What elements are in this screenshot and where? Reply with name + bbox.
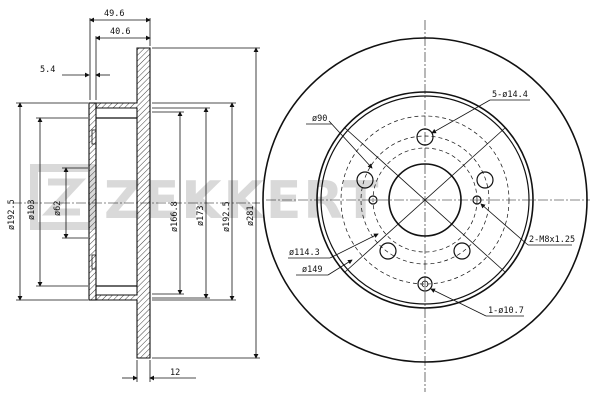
locator-hole [417,276,433,292]
watermark-logo-icon [30,164,96,230]
stud-hole-top [91,129,97,145]
locator-hole-inner [421,280,429,288]
center-bore [388,163,462,237]
dim-offset: 5.4 [40,65,55,75]
dim-thickness: 12 [170,368,180,378]
dim-total-width: 49.6 [104,9,124,19]
dim-outer2: ø192.5 [222,201,232,232]
leader-bolt-holes [431,99,491,134]
bolt-hole [476,171,494,189]
bolt-holes [356,128,494,260]
dim-hat-depth: 40.6 [110,27,130,37]
stud-hole-bottom [91,254,97,270]
dim-hat: ø173 [196,206,206,226]
hat-inner-circle [320,95,530,305]
bolt-hole [379,242,397,260]
front-view: ø90 5-ø14.4 ø114.3 ø149 2-M8x1.25 1-ø10.… [262,20,590,392]
side-view: 49.6 40.6 5.4 12 ø192.5 ø103 ø62 ø166.8 [7,9,260,382]
leader-pcd3 [327,259,353,276]
diameter-line [344,127,506,273]
hat-outer-circle [316,91,534,309]
leader-pcd2 [329,233,379,259]
label-locator: 1-ø10.7 [488,306,524,316]
watermark: ZEKKERT [30,164,379,231]
dim-disc: ø281 [246,206,256,226]
hat-flange [88,102,97,301]
leader-threads [480,203,529,246]
thread-hole [368,195,378,205]
bolt-hole [356,171,374,189]
dim-inner: ø103 [27,200,37,220]
label-pcd3: ø149 [302,265,322,275]
pcd-circle-large [340,115,510,285]
bolt-hole [453,242,471,260]
label-bolt-holes: 5-ø14.4 [492,90,528,100]
label-pcd2: ø114.3 [289,248,320,258]
dim-mid: ø166.8 [170,201,180,232]
pcd-circle [360,135,490,265]
disc-outer-circle [262,37,588,363]
leader-locator [430,288,487,317]
thread-hole [472,195,482,205]
dim-outer: ø192.5 [7,199,17,230]
dim-bore: ø62 [53,201,63,216]
pcd-circle-small [372,147,478,253]
label-threads: 2-M8x1.25 [529,235,575,245]
label-pcd: ø90 [312,114,327,124]
bolt-hole [416,128,434,146]
leader-pcd [328,120,373,169]
